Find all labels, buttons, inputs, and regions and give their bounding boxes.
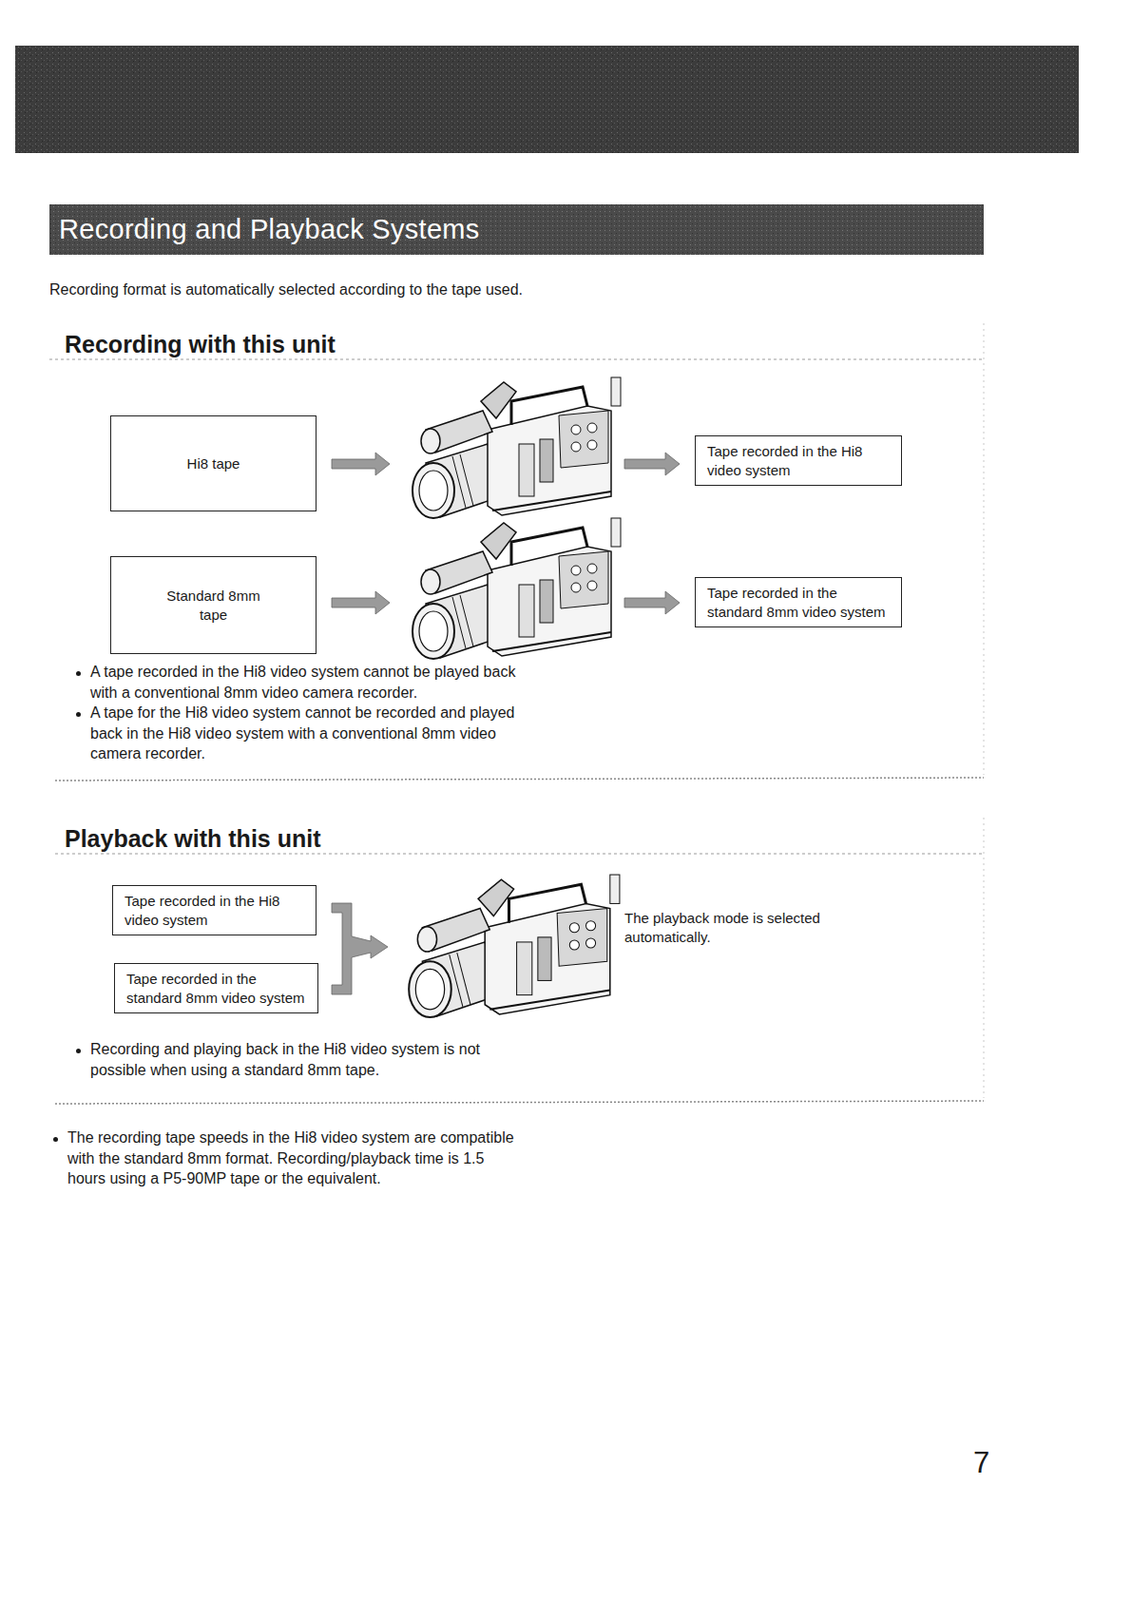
- bullet-note: The recording tape speeds in the Hi8 vid…: [67, 1127, 515, 1190]
- box-text: Tape recorded in the Hi8 video system: [707, 441, 890, 480]
- merge-bracket: [331, 902, 388, 995]
- box-text: Tape recorded in the standard 8mm video …: [126, 969, 307, 1007]
- bullet-dot: [53, 1136, 58, 1142]
- playback-note: The playback mode is selected automatica…: [624, 908, 872, 948]
- tape-box: Tape recorded in the standard 8mm video …: [114, 962, 319, 1014]
- camera-illustration: [412, 518, 621, 659]
- box-text: Standard 8mm tape: [161, 586, 267, 624]
- flow-arrow: [624, 591, 680, 614]
- tape-box: Standard 8mm tape: [110, 556, 317, 654]
- tape-box: Tape recorded in the standard 8mm video …: [694, 576, 902, 628]
- box-text: Tape recorded in the standard 8mm video …: [707, 583, 890, 621]
- flow-arrow: [331, 452, 390, 476]
- flow-arrow: [331, 591, 390, 614]
- title-band: [49, 204, 984, 255]
- flow-arrow: [624, 452, 680, 476]
- bullet-note: Recording and playing back in the Hi8 vi…: [90, 1038, 533, 1080]
- bullet-dot: [76, 711, 81, 717]
- camera-illustration: [408, 874, 620, 1017]
- section-title: Recording and Playback Systems: [58, 211, 480, 249]
- bullet-note: A tape recorded in the Hi8 video system …: [90, 661, 533, 703]
- bullet-note: A tape for the Hi8 video system cannot b…: [90, 702, 533, 765]
- tape-box: Tape recorded in the Hi8 video system: [112, 884, 317, 936]
- section-rule: [55, 853, 984, 855]
- box-text: Tape recorded in the Hi8 video system: [124, 891, 305, 929]
- header-band: [15, 45, 1079, 154]
- tape-box: Hi8 tape: [110, 415, 317, 512]
- subsection-heading: Playback with this unit: [64, 823, 635, 856]
- box-text: Hi8 tape: [187, 454, 241, 474]
- section-rule: [983, 323, 985, 775]
- section-rule: [55, 777, 984, 781]
- bullet-dot: [76, 1048, 81, 1054]
- section-rule: [49, 359, 984, 361]
- bullet-dot: [76, 671, 81, 676]
- section-rule: [55, 1100, 984, 1104]
- section-rule: [983, 817, 985, 1098]
- tape-box: Tape recorded in the Hi8 video system: [694, 435, 902, 486]
- page-number: 7: [973, 1442, 1012, 1483]
- subsection-heading: Recording with this unit: [64, 328, 635, 362]
- camera-illustration: [412, 377, 621, 519]
- intro-note: Recording format is automatically select…: [49, 279, 905, 301]
